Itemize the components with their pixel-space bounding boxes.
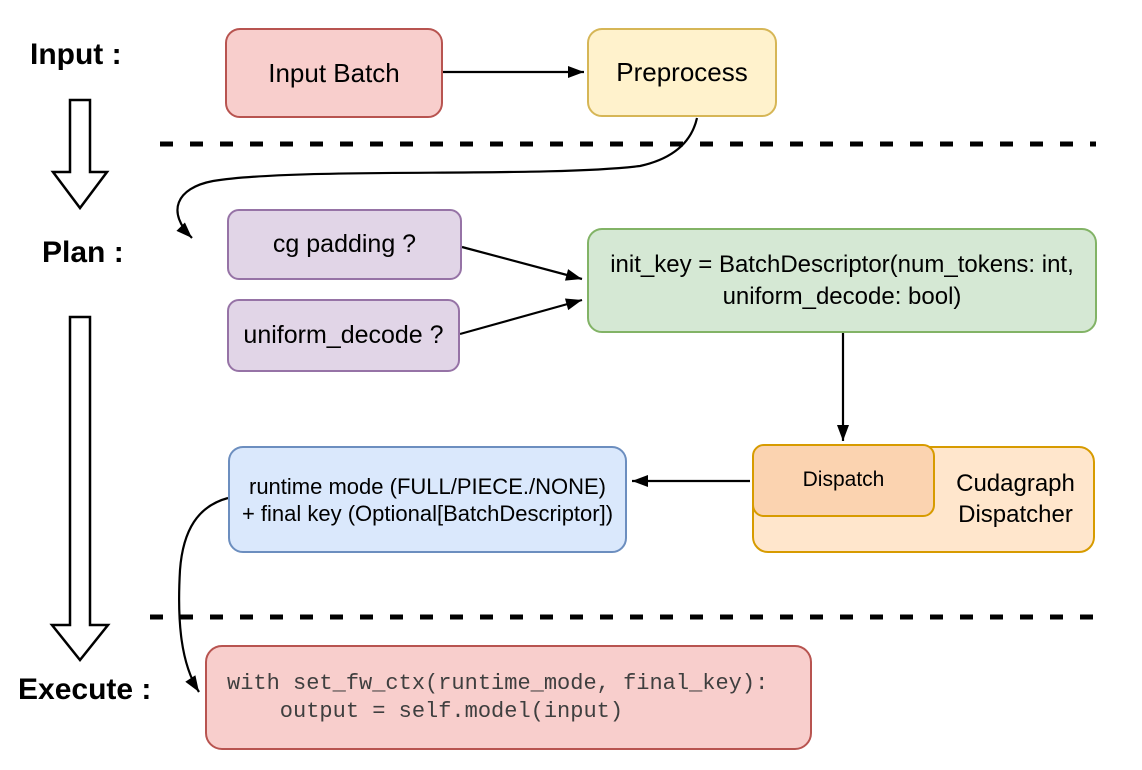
node-preprocess: Preprocess [587, 28, 777, 117]
node-execute-code: with set_fw_ctx(runtime_mode, final_key)… [205, 645, 812, 750]
node-uniform-decode: uniform_decode ? [227, 299, 460, 372]
node-init-key-line1: init_key = BatchDescriptor(num_tokens: i… [610, 250, 1074, 278]
node-init-key: init_key = BatchDescriptor(num_tokens: i… [587, 228, 1097, 333]
phase-label-input: Input : [30, 38, 122, 71]
node-runtime-mode-line2: + final key (Optional[BatchDescriptor]) [241, 500, 614, 526]
node-execute-code-line2: output = self.model(input) [227, 698, 624, 724]
plan-to-execute-arrow [49, 315, 111, 663]
node-dispatch-label: Dispatch [802, 468, 885, 492]
node-uniform-decode-label: uniform_decode ? [243, 320, 444, 349]
phase-label-execute: Execute : [18, 673, 152, 706]
node-input-batch-label: Input Batch [268, 57, 400, 88]
arrow-preprocess-to-cgpadding [176, 117, 699, 239]
arrow-runtimemode-to-executecode [178, 496, 229, 693]
node-execute-code-line1: with set_fw_ctx(runtime_mode, final_key)… [227, 670, 769, 696]
node-input-batch: Input Batch [225, 28, 443, 118]
phase-label-plan: Plan : [42, 236, 124, 269]
node-runtime-mode-final-key: runtime mode (FULL/PIECE./NONE) + final … [228, 446, 627, 553]
node-init-key-line2: uniform_decode: bool) [722, 282, 962, 310]
node-cg-padding-label: cg padding ? [272, 229, 417, 258]
node-cg-padding: cg padding ? [227, 209, 462, 280]
arrow-uniformdecode-to-initkey [459, 298, 583, 336]
node-dispatch: Dispatch [752, 444, 935, 517]
node-runtime-mode-line1: runtime mode (FULL/PIECE./NONE) [249, 473, 606, 499]
node-preprocess-label: Preprocess [616, 57, 748, 88]
arrow-cgpadding-to-initkey [461, 245, 583, 281]
input-to-plan-arrow [50, 98, 110, 211]
node-cudagraph-dispatcher-label: Cudagraph Dispatcher [956, 470, 1075, 528]
